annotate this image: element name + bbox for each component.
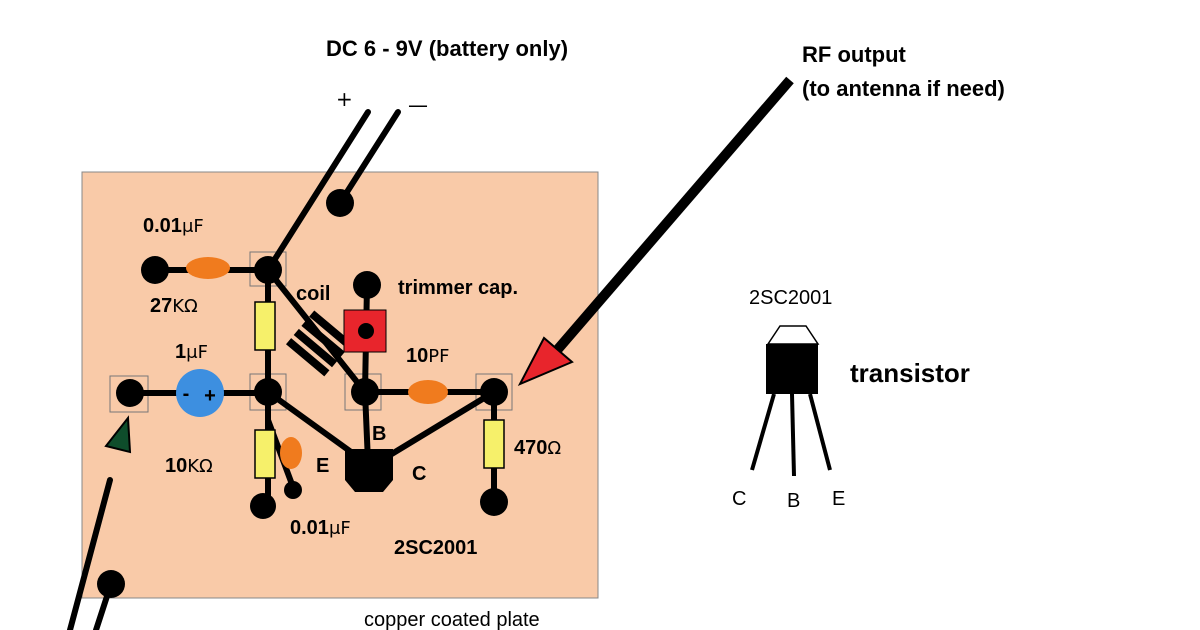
pin-c-lead [750,393,776,471]
transistor-package [766,344,818,394]
electrolytic-cap-1uf [176,369,224,417]
pin-e-lead [808,393,832,471]
dot-right [480,378,508,406]
dot-battery-minus [326,189,354,217]
cap-top-0.01uf [186,257,230,279]
pinout-pin-e: E [832,488,845,510]
dot-cap-e [284,481,302,499]
pin-b-label: B [372,423,386,445]
wire-input-1 [67,477,113,630]
cap-1uf-plus: + [204,385,216,407]
power-plus-sign: + [336,87,353,111]
pin-c-label: C [412,463,426,485]
solder-dots [97,189,508,598]
coil-winding [293,328,338,368]
pin-e-label: E [316,455,329,477]
transistor-tab [766,325,820,345]
pinout-model-label: 2SC2001 [749,287,832,309]
trimmer-screw [358,323,374,339]
power-minus-sign: — [408,93,428,117]
trimmer-label: trimmer cap. [398,277,518,299]
pinout-pin-c: C [732,488,746,510]
transistor-model-label: 2SC2001 [394,537,477,559]
rf-arrow-shaft [548,76,794,360]
rf-output-label: RF output [802,42,907,67]
cap-1uf-label: 1μF [175,341,208,363]
wire-battery-minus [337,109,401,206]
cap-bottom-0.01uf [280,437,302,469]
coil-label: coil [296,283,330,305]
cap-top-label: 0.01μF [143,215,204,237]
resistor-470 [483,419,505,469]
coil-winding [309,310,353,349]
dot-left [116,379,144,407]
dot-bottom-left [250,493,276,519]
pinout-pin-b: B [787,490,800,512]
rf-output-sublabel: (to antenna if need) [802,76,1005,101]
cap-bottom-label: 0.01μF [290,517,351,539]
res-10k-label: 10KΩ [165,455,213,477]
cap-1uf-minus: - [183,383,190,405]
dot-top [254,256,282,284]
dot-center [254,378,282,406]
dot-mid [351,378,379,406]
dot-bottom-right [480,488,508,516]
resistor-10k [254,429,276,479]
coil-winding [285,338,330,377]
rf-arrow-head [517,336,574,387]
resistors [254,301,505,479]
coil [285,310,353,377]
resistor-27k [254,301,276,351]
power-label: DC 6 - 9V (battery only) [326,36,568,61]
dot-trimmer-top [353,271,381,299]
board-label: copper coated plate [364,609,540,630]
ceramic-caps [186,257,448,469]
res-470-label: 470Ω [514,437,561,459]
pin-b-lead [790,393,796,477]
cap-10pf-label: 10PF [406,345,449,367]
pinout-title: transistor [850,358,970,388]
res-27k-label: 27KΩ [150,295,198,317]
cap-10pf [408,380,448,404]
input-arrow-head [104,415,132,454]
transistor-pins [750,393,832,477]
coil-winding [301,319,345,359]
dot-top-cap-left [141,256,169,284]
wire-battery-plus [265,109,371,273]
dot-input [97,570,125,598]
transistor-body [345,449,393,492]
